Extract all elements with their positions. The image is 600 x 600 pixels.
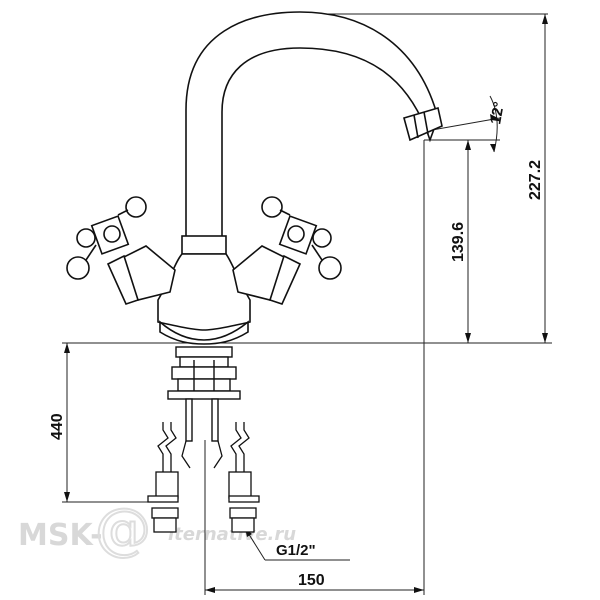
watermark-brand: MSK-: [18, 518, 103, 553]
flex-hoses: [157, 422, 250, 495]
hose-fittings: [147, 471, 260, 533]
watermark-tail: lternative.ru: [168, 524, 296, 545]
spout: [185, 11, 439, 239]
dimension-spout-height: 139.6: [450, 222, 467, 262]
watermark: MSK- @ lternative.ru: [18, 496, 296, 563]
dimension-base-width: 150: [298, 572, 325, 589]
watermark-at-glyph: @: [95, 497, 151, 562]
dimension-thread: G1/2": [276, 542, 316, 559]
dimension-spout-angle: 12°: [487, 100, 508, 125]
mounting-assembly: [167, 346, 241, 442]
dimension-below-deck: 440: [49, 413, 66, 440]
right-cross-handle: [261, 196, 342, 280]
left-cross-handle: [66, 196, 147, 280]
mixer-body: [157, 253, 251, 331]
faucet-body: [106, 11, 443, 345]
dimension-total-height: 227.2: [527, 160, 544, 200]
spout-collar: [181, 235, 227, 255]
dimension-lines: [62, 13, 552, 595]
spout-tip: [403, 106, 443, 142]
